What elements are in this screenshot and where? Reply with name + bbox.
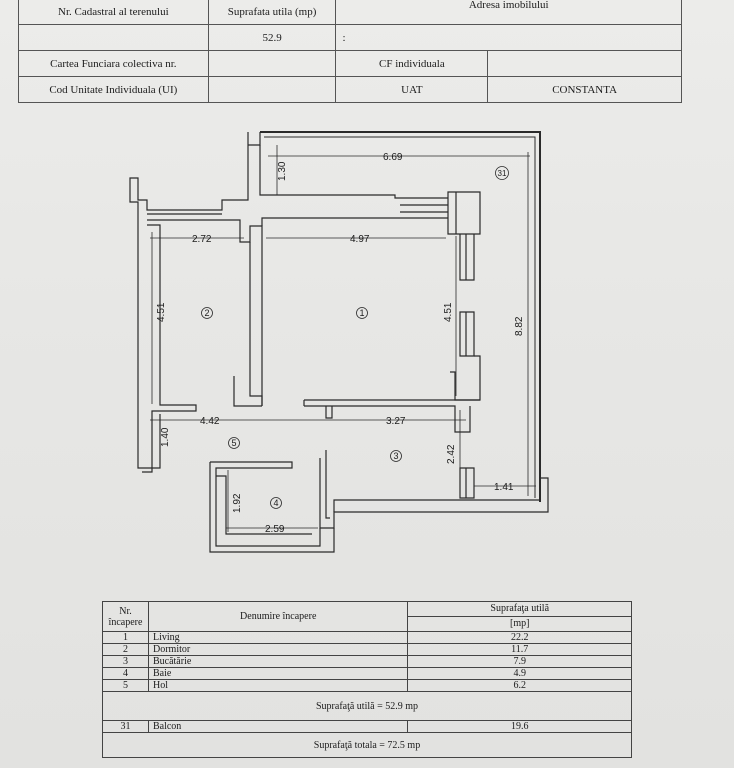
cadastral-number-label: Nr. Cadastral al terenului xyxy=(18,0,209,25)
room-area: 22.2 xyxy=(407,631,632,644)
room-marker-living: 1 xyxy=(359,308,364,318)
room-area: 7.9 xyxy=(407,655,632,668)
balcony-area: 19.6 xyxy=(407,720,632,733)
table-row: 31 Balcon 19.6 xyxy=(102,720,632,733)
room-nr: 1 xyxy=(102,631,149,644)
unit-code-label: Cod Unitate Individuala (UI) xyxy=(18,76,209,103)
room-area: 4.9 xyxy=(407,667,632,680)
table-row: 4 Baie 4.9 xyxy=(102,667,632,680)
collective-land-book-label: Cartea Funciara colectiva nr. xyxy=(18,50,209,77)
col-header-nr: Nr. încapere xyxy=(102,601,149,632)
dim-top-depth: 1.30 xyxy=(277,161,288,181)
property-info-table: Nr. Cadastral al terenului Suprafata uti… xyxy=(18,0,682,103)
balcony-nr: 31 xyxy=(102,720,149,733)
dim-living-width: 4.97 xyxy=(350,234,370,245)
room-area: 6.2 xyxy=(407,679,632,692)
dim-hall-width: 4.42 xyxy=(200,416,220,427)
room-marker-circle-bath xyxy=(270,497,282,509)
room-name: Bucătărie xyxy=(147,655,409,668)
room-nr: 3 xyxy=(102,655,149,668)
dim-bath-width: 2.59 xyxy=(265,524,285,535)
plan-walls xyxy=(129,131,549,553)
dim-balcony-width: 1.41 xyxy=(494,482,514,493)
useful-area-total-row: Suprafaţă utilă = 52.9 mp xyxy=(102,691,632,721)
uat-label: UAT xyxy=(335,76,489,103)
table-row: 3 Bucătărie 7.9 xyxy=(102,655,632,668)
room-marker-circle-kitchen xyxy=(390,450,402,462)
floor-plan: 6.69 1.30 2.72 4.97 4.51 4.51 8.82 4.42 … xyxy=(129,131,549,553)
dim-bedroom-depth: 4.51 xyxy=(156,302,167,322)
dim-living-depth: 4.51 xyxy=(443,302,454,322)
room-marker-circle-balcony xyxy=(495,166,509,180)
useful-area-value: 52.9 xyxy=(207,24,337,51)
rooms-area-table: Nr. încapere Denumire încapere Suprafaţa… xyxy=(102,601,632,758)
col-header-area-unit: [mp] xyxy=(407,616,632,632)
rooms-table-header: Nr. încapere Denumire încapere Suprafaţa… xyxy=(102,601,632,632)
dim-kitchen-width: 3.27 xyxy=(386,416,406,427)
grand-total: Suprafaţă totala = 72.5 mp xyxy=(102,732,632,758)
dim-bedroom-width: 2.72 xyxy=(192,234,212,245)
address-value: : xyxy=(335,24,682,51)
room-marker-bath: 4 xyxy=(273,498,278,508)
dim-kitchen-depth: 2.42 xyxy=(446,444,457,464)
uat-value: CONSTANTA xyxy=(487,76,682,103)
table-row: 5 Hol 6.2 xyxy=(102,679,632,692)
room-area: 11.7 xyxy=(407,643,632,656)
dimension-lines xyxy=(150,145,536,532)
unit-code-value xyxy=(207,76,337,103)
dim-hall-depth: 1.40 xyxy=(160,427,171,447)
dim-total-depth: 8.82 xyxy=(514,316,525,336)
col-header-area: Suprafaţa utilă xyxy=(407,601,632,617)
room-marker-bedroom: 2 xyxy=(204,308,209,318)
balcony-name: Balcon xyxy=(147,720,409,733)
col-header-nr-text: Nr. xyxy=(119,605,132,617)
useful-area-total: Suprafaţă utilă = 52.9 mp xyxy=(102,691,632,721)
table-row: 1 Living 22.2 xyxy=(102,631,632,644)
room-name: Hol xyxy=(147,679,409,692)
room-nr: 5 xyxy=(102,679,149,692)
col-header-nr-sub: încapere xyxy=(108,616,143,628)
room-nr: 2 xyxy=(102,643,149,656)
dim-bath-depth: 1.92 xyxy=(232,493,243,513)
room-name: Baie xyxy=(147,667,409,680)
table-row: 2 Dormitor 11.7 xyxy=(102,643,632,656)
dim-top-width: 6.69 xyxy=(383,152,403,163)
individual-land-book-label: CF individuala xyxy=(335,50,489,77)
room-name: Living xyxy=(147,631,409,644)
grand-total-row: Suprafaţă totala = 72.5 mp xyxy=(102,732,632,758)
room-nr: 4 xyxy=(102,667,149,680)
room-marker-balcony: 31 xyxy=(498,169,507,178)
room-marker-circle-living xyxy=(356,307,368,319)
room-marker-circle-bedroom xyxy=(201,307,213,319)
room-marker-kitchen: 3 xyxy=(393,451,398,461)
col-header-name: Denumire încapere xyxy=(147,601,409,632)
room-marker-circle-hall xyxy=(228,437,240,449)
room-marker-hall: 5 xyxy=(231,438,236,448)
room-name: Dormitor xyxy=(147,643,409,656)
collective-land-book-value xyxy=(207,50,337,77)
